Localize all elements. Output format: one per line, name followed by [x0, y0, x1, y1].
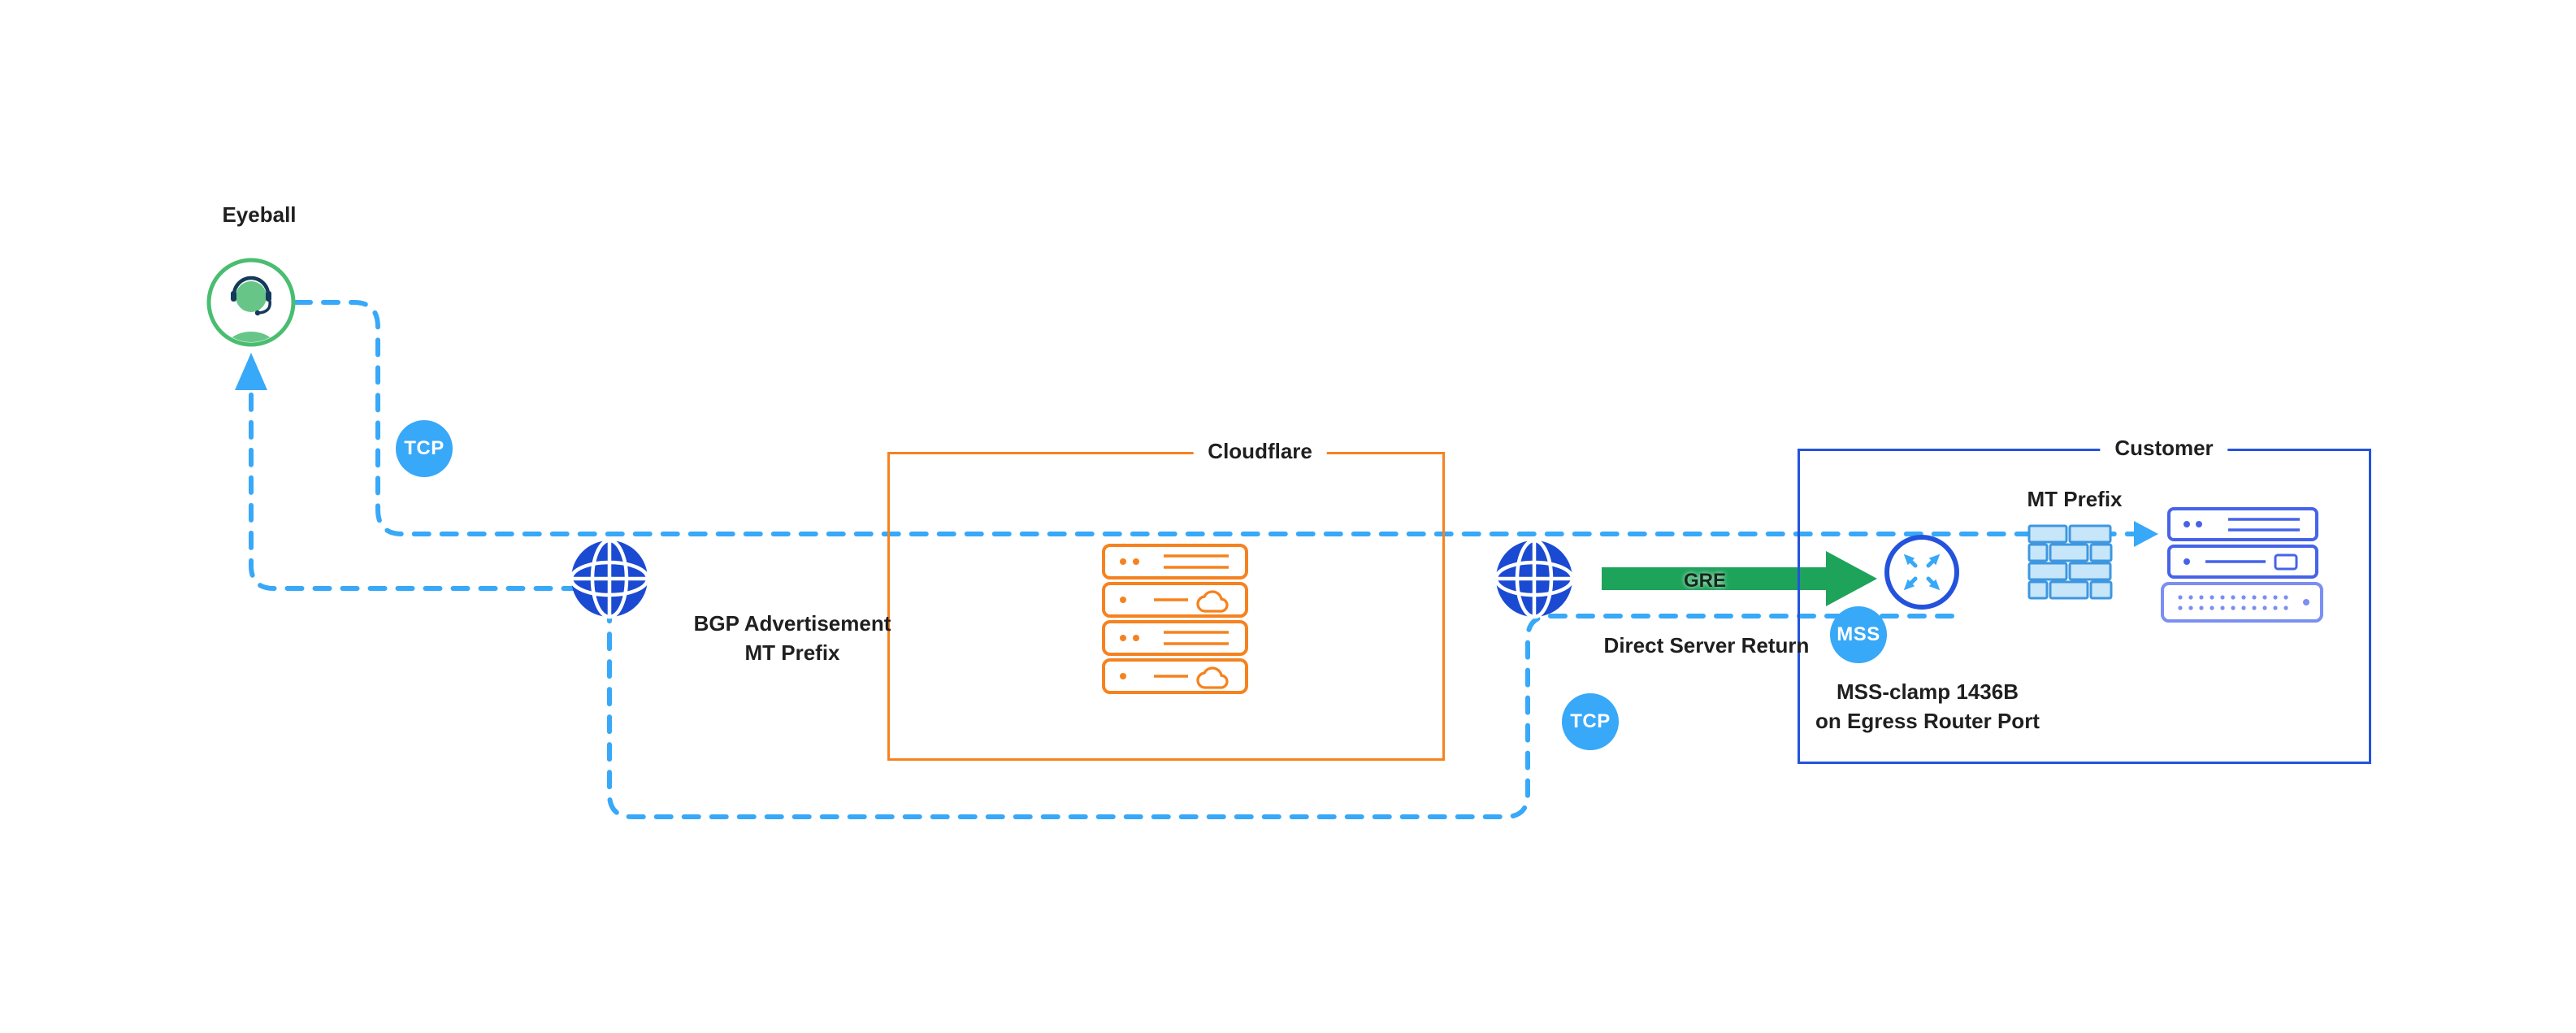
customer-box-title: Customer: [2100, 436, 2228, 461]
gre-label: GRE: [1683, 570, 1726, 592]
internet-globe-icon-left: [571, 540, 648, 617]
tcp-badge-lower: TCP: [1562, 693, 1619, 750]
eyeball-label: Eyeball: [222, 202, 297, 227]
eyeball-arrowhead-icon: [235, 353, 267, 390]
cloudflare-box-title: Cloudflare: [1193, 439, 1327, 464]
bgp-advertisement-label: BGP Advertisement MT Prefix: [630, 609, 955, 667]
servers-arrowhead-icon: [2134, 521, 2158, 547]
direct-server-return-label: Direct Server Return: [1603, 633, 1810, 658]
eyeball-person-icon: [206, 258, 296, 347]
firewall-icon: [2027, 524, 2113, 600]
bgp-advertisement-line1: BGP Advertisement: [693, 611, 891, 636]
router-icon: [1884, 535, 1959, 610]
mss-badge: MSS: [1830, 606, 1887, 663]
mss-clamp-label: MSS-clamp 1436B on Egress Router Port: [1785, 677, 2070, 736]
bgp-advertisement-line2: MT Prefix: [744, 640, 840, 665]
cloudflare-server-stack-icon: [1102, 544, 1248, 694]
internet-globe-icon-right: [1496, 540, 1572, 617]
mss-clamp-line1: MSS-clamp 1436B: [1837, 679, 2019, 704]
customer-server-stack-icon: [2161, 507, 2323, 623]
tcp-badge-upper: TCP: [396, 420, 453, 477]
mss-clamp-line2: on Egress Router Port: [1815, 709, 2040, 733]
customer-box: Customer: [1798, 436, 2371, 764]
outbound-traffic-path: [293, 300, 2138, 536]
return-traffic-path: [249, 389, 1954, 819]
gre-arrow-icon: [1602, 551, 1877, 606]
customer-mt-prefix-label: MT Prefix: [2027, 487, 2123, 511]
cloudflare-box: Cloudflare: [887, 439, 1445, 761]
